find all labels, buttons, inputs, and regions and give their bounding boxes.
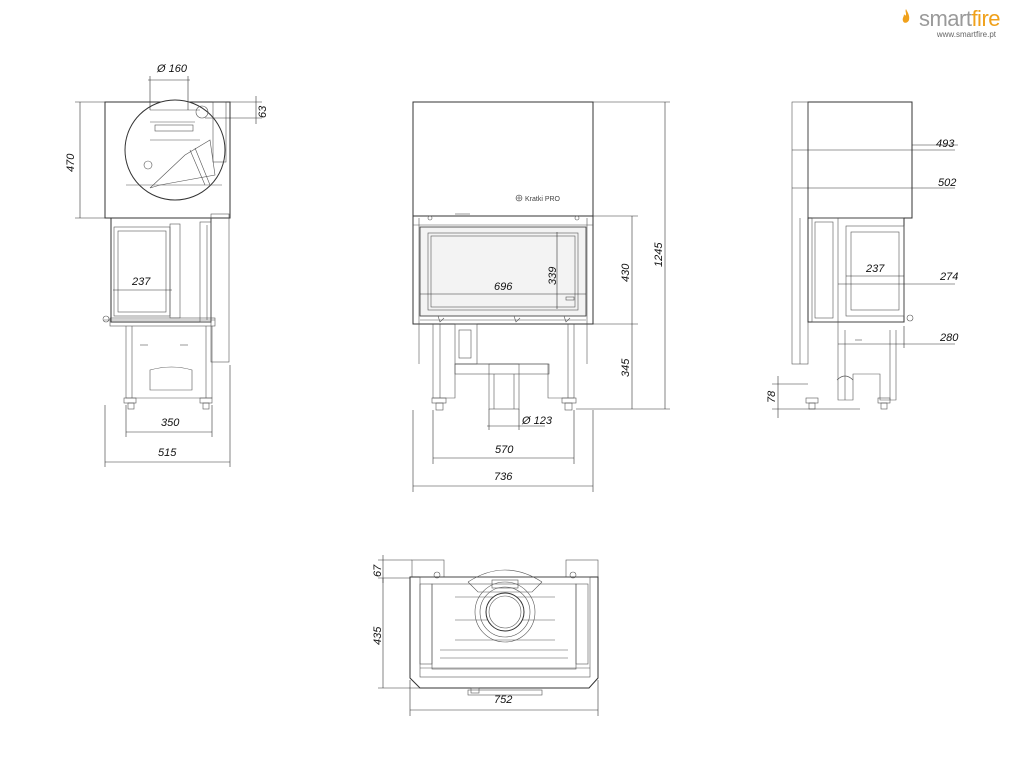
product-logo: Kratki PRO <box>515 194 561 203</box>
dim-upper-height: 470 <box>65 153 77 172</box>
dim-depth-upper: 493 <box>936 138 955 150</box>
right-firebox <box>807 217 905 323</box>
dim-top-offset: 63 <box>257 105 269 118</box>
dim-total-width: 736 <box>494 471 513 483</box>
top-view-dimensions: 67 435 752 <box>372 555 599 716</box>
brand-name-part2: fire <box>971 6 1000 31</box>
front-view-dimensions: 339 696 430 345 1245 Ø 123 570 736 <box>412 101 670 492</box>
left-firebox <box>110 217 212 323</box>
flame-icon <box>902 9 910 25</box>
dim-depth-mid: 502 <box>938 177 956 189</box>
side-view-right-dimensions: 493 502 237 274 280 78 <box>766 138 959 418</box>
dim-firebox-height: 430 <box>620 263 632 282</box>
brand-url[interactable]: www.smartfire.pt <box>936 30 996 39</box>
dim-glass-width-left: 237 <box>131 276 151 288</box>
side-view-right <box>791 101 914 410</box>
left-detail-circle <box>124 99 226 201</box>
dim-glass-width-front: 696 <box>494 281 513 293</box>
dim-total-height: 1245 <box>653 242 665 267</box>
brand-logo[interactable]: smartfire <box>918 6 1001 32</box>
dim-glass-width-right: 237 <box>865 263 885 275</box>
dim-top-width: 752 <box>494 694 512 706</box>
side-view-left <box>102 99 231 410</box>
dim-total-depth-left: 515 <box>158 447 177 459</box>
product-label: Kratki PRO <box>525 196 561 203</box>
dim-base-offset: 280 <box>939 332 959 344</box>
front-view: Kratki PRO <box>412 101 594 411</box>
dim-base-height: 345 <box>620 358 632 377</box>
right-upper-body <box>807 101 913 219</box>
top-body <box>409 576 599 689</box>
dim-glass-height: 339 <box>547 267 559 285</box>
dim-flue-diameter: Ø 160 <box>156 63 188 75</box>
front-upper-body <box>412 101 594 219</box>
top-view <box>409 559 599 696</box>
dim-foot-height: 78 <box>766 390 778 403</box>
dim-feet-width-left: 350 <box>161 417 180 429</box>
side-view-left-dimensions: Ø 160 63 470 237 350 515 <box>65 63 269 467</box>
front-glass <box>419 226 587 317</box>
dim-front-offset: 67 <box>372 564 384 577</box>
dim-feet-width-front: 570 <box>495 444 514 456</box>
brand-name-part1: smart <box>918 6 972 31</box>
dim-glass-offset: 274 <box>939 271 958 283</box>
dim-air-diameter: Ø 123 <box>521 415 553 427</box>
dim-top-depth: 435 <box>372 626 384 645</box>
